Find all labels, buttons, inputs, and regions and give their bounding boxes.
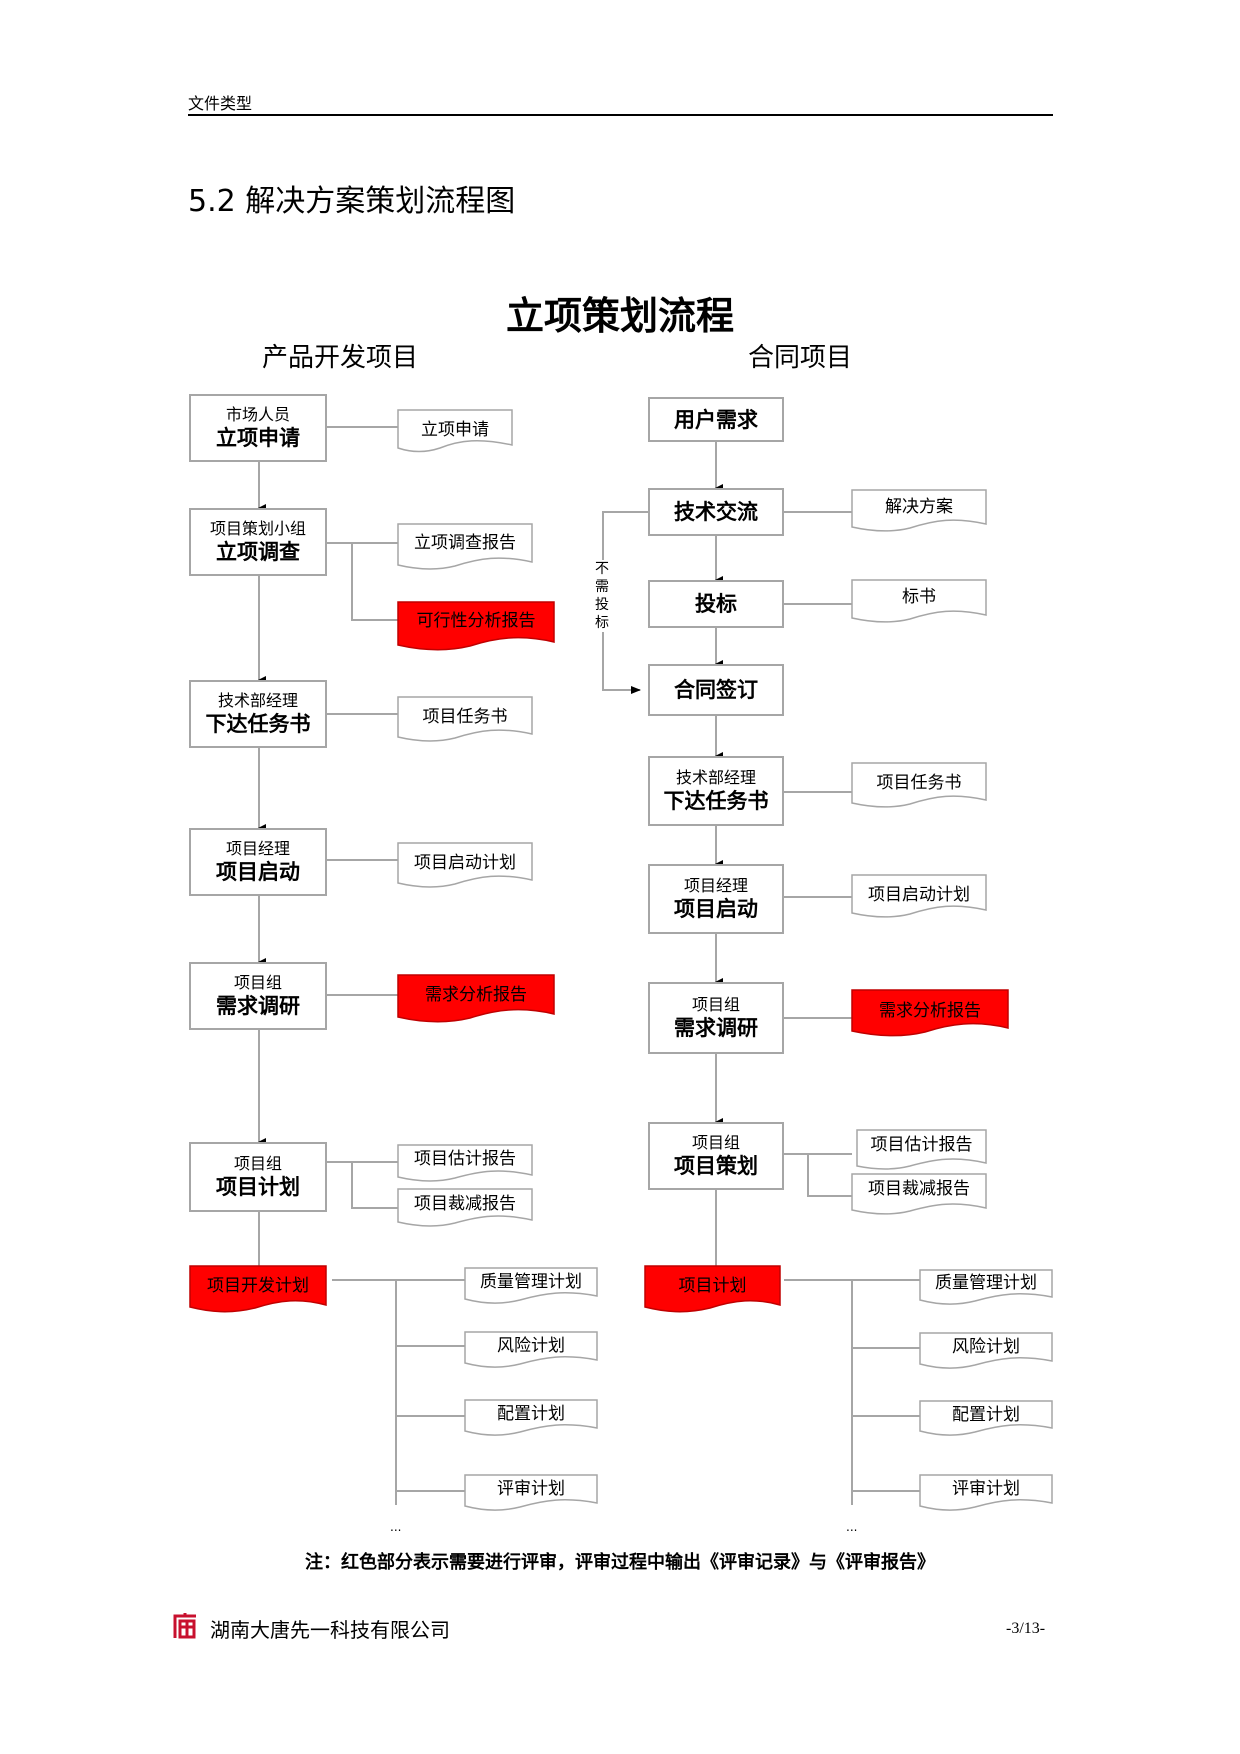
step-box-r6[interactable]: 项目经理 项目启动 bbox=[648, 864, 784, 934]
doc-output[interactable]: 项目任务书 bbox=[876, 773, 962, 793]
doc-output[interactable]: 解决方案 bbox=[885, 497, 953, 517]
sub-plan-doc[interactable]: 配置计划 bbox=[952, 1405, 1020, 1425]
doc-output[interactable]: 立项申请 bbox=[421, 420, 489, 440]
step-box-l6[interactable]: 项目组 项目计划 bbox=[189, 1142, 327, 1212]
step-action: 需求调研 bbox=[216, 994, 300, 1018]
tang-logo-icon bbox=[173, 1613, 196, 1639]
plan-doc-review[interactable]: 项目计划 bbox=[678, 1276, 747, 1296]
doc-output-review[interactable]: 需求分析报告 bbox=[425, 985, 527, 1005]
step-action: 需求调研 bbox=[674, 1016, 758, 1040]
column-title-product: 产品开发项目 bbox=[262, 343, 419, 373]
step-action: 下达任务书 bbox=[205, 712, 311, 736]
sub-plan-doc[interactable]: 配置计划 bbox=[497, 1404, 565, 1424]
sub-plan-doc[interactable]: 质量管理计划 bbox=[935, 1273, 1037, 1293]
step-box-r8[interactable]: 项目组 项目策划 bbox=[648, 1122, 784, 1190]
sub-plan-doc[interactable]: 风险计划 bbox=[497, 1336, 565, 1356]
more-ellipsis: ... bbox=[390, 1520, 402, 1534]
more-ellipsis: ... bbox=[846, 1520, 858, 1534]
sub-plan-doc[interactable]: 质量管理计划 bbox=[480, 1272, 582, 1292]
bypass-label: 不需投标 bbox=[593, 560, 611, 632]
step-box-r4[interactable]: 合同签订 bbox=[648, 664, 784, 716]
step-role: 技术部经理 bbox=[675, 768, 756, 787]
plan-doc-review[interactable]: 项目开发计划 bbox=[207, 1276, 309, 1296]
step-action: 项目计划 bbox=[216, 1175, 300, 1199]
step-box-r7[interactable]: 项目组 需求调研 bbox=[648, 982, 784, 1054]
footer-company: 湖南大唐先一科技有限公司 bbox=[210, 1618, 450, 1642]
step-action: 立项调查 bbox=[216, 540, 300, 564]
doc-output[interactable]: 立项调查报告 bbox=[414, 533, 516, 553]
doc-output[interactable]: 项目裁减报告 bbox=[868, 1179, 970, 1199]
header-doc-type: 文件类型 bbox=[188, 94, 253, 113]
step-role: 项目组 bbox=[691, 1133, 740, 1152]
doc-output-review[interactable]: 可行性分析报告 bbox=[416, 611, 536, 631]
step-role: 项目策划小组 bbox=[209, 519, 306, 538]
step-box-l5[interactable]: 项目组 需求调研 bbox=[189, 962, 327, 1030]
doc-output[interactable]: 项目估计报告 bbox=[870, 1135, 973, 1155]
sub-plan-doc[interactable]: 评审计划 bbox=[497, 1479, 565, 1499]
doc-output[interactable]: 标书 bbox=[902, 587, 936, 607]
flowchart-title: 立项策划流程 bbox=[505, 294, 734, 338]
page-number: -3/13- bbox=[1006, 1620, 1046, 1637]
doc-output[interactable]: 项目启动计划 bbox=[414, 853, 516, 873]
step-action: 用户需求 bbox=[674, 407, 758, 432]
sub-plan-doc[interactable]: 风险计划 bbox=[952, 1337, 1020, 1357]
step-action: 合同签订 bbox=[674, 678, 758, 702]
step-box-r3[interactable]: 投标 bbox=[648, 580, 784, 628]
step-role: 技术部经理 bbox=[217, 691, 298, 710]
step-role: 项目组 bbox=[691, 995, 740, 1014]
section-title: 5.2 解决方案策划流程图 bbox=[188, 184, 516, 219]
review-note: 注：红色部分表示需要进行评审，评审过程中输出《评审记录》与《评审报告》 bbox=[305, 1552, 935, 1573]
step-action: 项目启动 bbox=[216, 860, 300, 884]
step-box-r2[interactable]: 技术交流 bbox=[648, 488, 784, 536]
step-action: 技术交流 bbox=[674, 500, 758, 524]
step-action: 投标 bbox=[695, 592, 737, 616]
step-box-r1[interactable]: 用户需求 bbox=[648, 397, 784, 442]
step-role: 项目经理 bbox=[683, 876, 748, 895]
step-action: 项目启动 bbox=[674, 897, 758, 921]
step-role: 市场人员 bbox=[225, 405, 290, 424]
step-role: 项目组 bbox=[233, 1154, 282, 1173]
step-box-r5[interactable]: 技术部经理 下达任务书 bbox=[648, 756, 784, 826]
doc-output[interactable]: 项目裁减报告 bbox=[414, 1194, 516, 1214]
step-box-l3[interactable]: 技术部经理 下达任务书 bbox=[189, 680, 327, 748]
step-action: 下达任务书 bbox=[663, 789, 769, 813]
doc-output[interactable]: 项目启动计划 bbox=[868, 885, 970, 905]
step-role: 项目组 bbox=[233, 973, 282, 992]
header-divider bbox=[188, 114, 1053, 116]
step-action: 立项申请 bbox=[216, 426, 300, 450]
step-box-l4[interactable]: 项目经理 项目启动 bbox=[189, 828, 327, 896]
sub-plan-doc[interactable]: 评审计划 bbox=[952, 1479, 1020, 1499]
doc-output-review[interactable]: 需求分析报告 bbox=[879, 1001, 981, 1021]
doc-output[interactable]: 项目任务书 bbox=[422, 707, 508, 727]
step-box-l2[interactable]: 项目策划小组 立项调查 bbox=[189, 508, 327, 576]
step-action: 项目策划 bbox=[674, 1154, 758, 1178]
doc-output[interactable]: 项目估计报告 bbox=[414, 1149, 516, 1169]
column-title-contract: 合同项目 bbox=[748, 343, 853, 373]
step-role: 项目经理 bbox=[225, 839, 290, 858]
step-box-l1[interactable]: 市场人员 立项申请 bbox=[189, 394, 327, 462]
